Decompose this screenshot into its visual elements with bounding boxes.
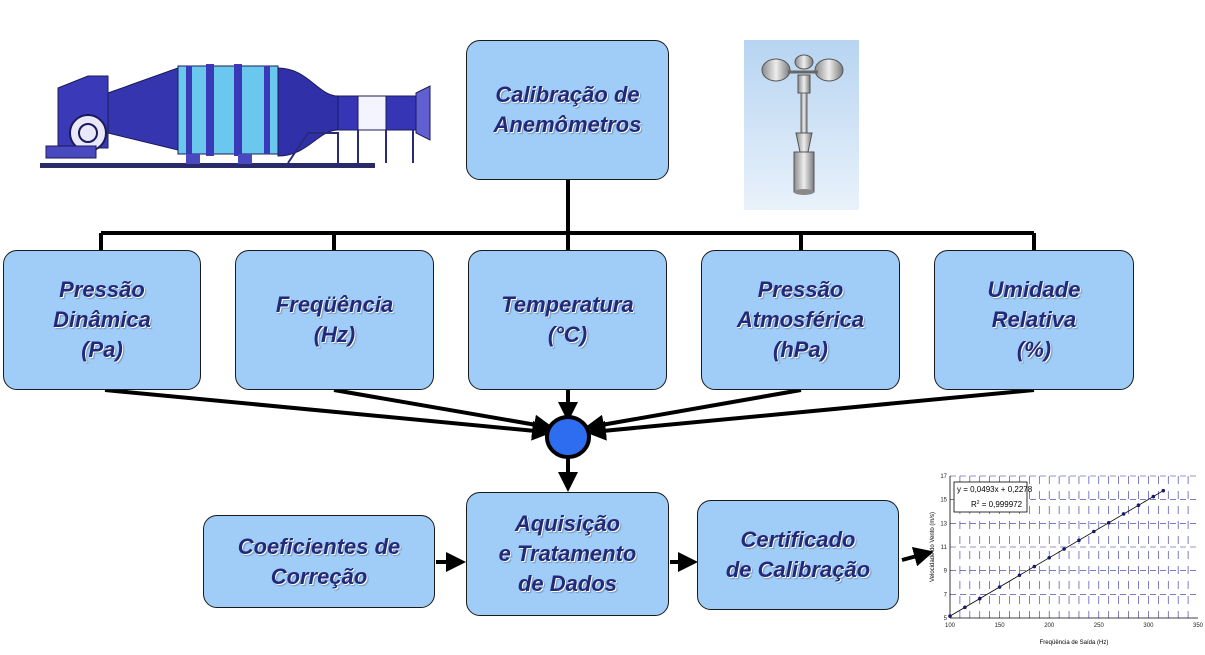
calibration-certificate-box: Certificado de Calibração xyxy=(697,500,899,610)
data-point xyxy=(1106,520,1111,525)
calibration-chart: 100 150 200 250 300 350 5 7 9 11 13 15 17 y = 0,049… xyxy=(925,470,1205,650)
y-tick-label: 9 xyxy=(944,569,948,575)
y-tick-label: 15 xyxy=(940,498,947,504)
cup-anemometer-icon xyxy=(744,40,859,210)
data-point xyxy=(997,585,1002,589)
x-tick-label: 250 xyxy=(1094,623,1105,629)
calibration-chart-svg: 100 150 200 250 300 350 5 7 9 11 13 15 17 y = 0,049… xyxy=(930,474,1204,646)
atmospheric-pressure-box: Pressão Atmosférica (hPa) xyxy=(701,250,900,390)
data-point xyxy=(1161,488,1166,493)
data-point xyxy=(963,605,967,610)
data-point xyxy=(1062,547,1066,551)
x-tick-label: 150 xyxy=(995,623,1006,629)
x-tick-label: 350 xyxy=(1193,623,1204,629)
x-tick-label: 100 xyxy=(945,623,956,629)
frequency-box: Freqüência (Hz) xyxy=(235,250,434,390)
r-squared-prefix: R xyxy=(971,500,977,509)
data-point xyxy=(1121,512,1126,516)
x-tick-label: 200 xyxy=(1044,623,1055,629)
data-point xyxy=(977,596,982,601)
equation-text: y = 0,0493x + 0,2278 xyxy=(957,485,1033,494)
correction-coefficients-label: Coeficientes de Correção xyxy=(237,533,401,589)
relative-humidity-box: Umidade Relativa (%) xyxy=(934,250,1134,390)
equation-box xyxy=(953,481,1028,513)
junction-node xyxy=(545,415,591,459)
y-tick-label: 13 xyxy=(940,521,947,527)
data-point xyxy=(948,614,952,618)
temperature-box: Temperatura (°C) xyxy=(468,250,667,390)
frequency-label: Freqüência (Hz) xyxy=(275,292,394,347)
data-point xyxy=(1032,564,1037,569)
y-tick-label: 5 xyxy=(944,616,948,622)
data-processing-box: Aquisição e Tratamento de Dados xyxy=(466,492,669,616)
y-axis-label: Velocidade do Vento (m/s) xyxy=(930,512,936,582)
r-squared-text: R2 = 0,999972 xyxy=(971,500,1023,509)
data-point xyxy=(1136,503,1141,508)
relative-humidity-label: Umidade Relativa (%) xyxy=(987,277,1081,362)
x-axis-label: Freqüência de Saída (Hz) xyxy=(1040,640,1109,646)
data-point xyxy=(1092,529,1096,534)
r-squared-value: = 0,999972 xyxy=(980,500,1023,509)
data-point xyxy=(1151,494,1156,499)
y-tick-label: 11 xyxy=(941,545,948,551)
x-tick-label: 300 xyxy=(1143,623,1154,629)
anemometer-calibration-box: Calibração de Anemômetros xyxy=(466,40,669,180)
correction-coefficients-box: Coeficientes de Correção xyxy=(203,515,435,608)
data-point xyxy=(1077,538,1081,543)
data-point xyxy=(1017,573,1022,578)
wind-tunnel-icon xyxy=(40,64,431,168)
atmospheric-pressure-label: Pressão Atmosférica (hPa) xyxy=(736,277,865,362)
dynamic-pressure-box: Pressão Dinâmica (Pa) xyxy=(3,250,201,390)
y-tick-label: 7 xyxy=(944,592,948,598)
anemometer-calibration-label: Calibração de Anemômetros xyxy=(493,82,642,137)
calibration-certificate-label: Certificado de Calibração xyxy=(725,527,871,582)
dynamic-pressure-label: Pressão Dinâmica (Pa) xyxy=(53,277,151,362)
temperature-label: Temperatura (°C) xyxy=(501,292,634,347)
data-point xyxy=(1047,555,1051,560)
data-processing-label: Aquisição e Tratamento de Dados xyxy=(498,511,637,596)
r-squared-superscript: 2 xyxy=(977,500,980,506)
trendline xyxy=(949,490,1164,617)
y-tick-label: 17 xyxy=(940,474,947,480)
